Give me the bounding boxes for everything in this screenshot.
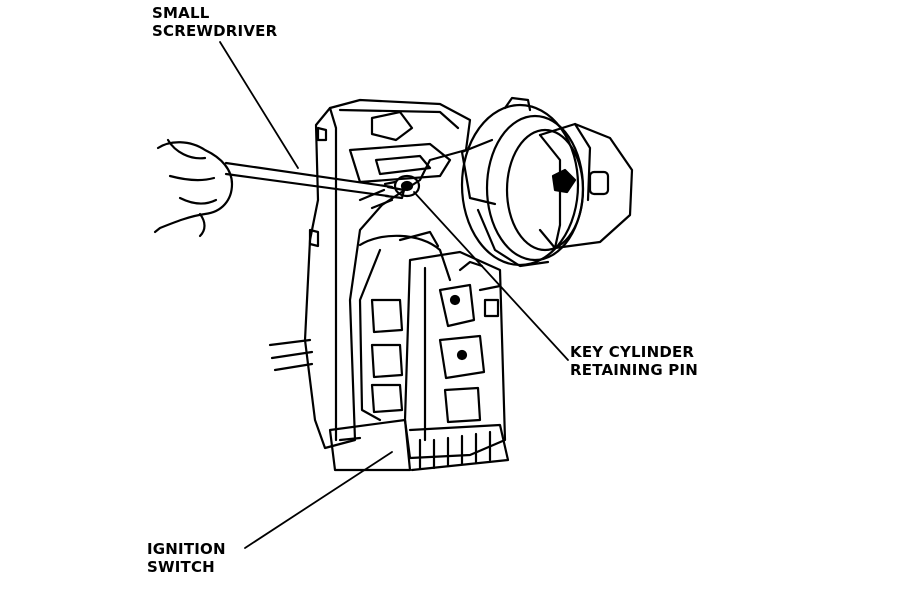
leader-retaining-pin: [413, 191, 569, 361]
leader-lines: [219, 41, 569, 549]
leader-ignition-switch: [244, 451, 393, 549]
label-key-cylinder-retaining-pin: KEY CYLINDER RETAINING PIN: [570, 343, 698, 379]
label-ignition-switch: IGNITION SWITCH: [147, 540, 226, 576]
label-line: KEY CYLINDER: [570, 343, 695, 361]
key-cylinder: [460, 96, 634, 268]
label-line: RETAINING PIN: [570, 361, 699, 379]
wiring-cable: [268, 338, 314, 372]
hand: [153, 138, 234, 238]
label-small-screwdriver: SMALL SCREWDRIVER: [152, 4, 277, 40]
retaining-pin: [383, 174, 421, 198]
ignition-housing: [303, 98, 472, 450]
leader-screwdriver: [219, 41, 299, 169]
label-line: IGNITION: [147, 540, 226, 558]
label-line: SMALL: [152, 4, 210, 22]
label-line: SCREWDRIVER: [152, 22, 278, 40]
ignition-switch: [328, 230, 510, 472]
label-line: SWITCH: [147, 558, 215, 576]
